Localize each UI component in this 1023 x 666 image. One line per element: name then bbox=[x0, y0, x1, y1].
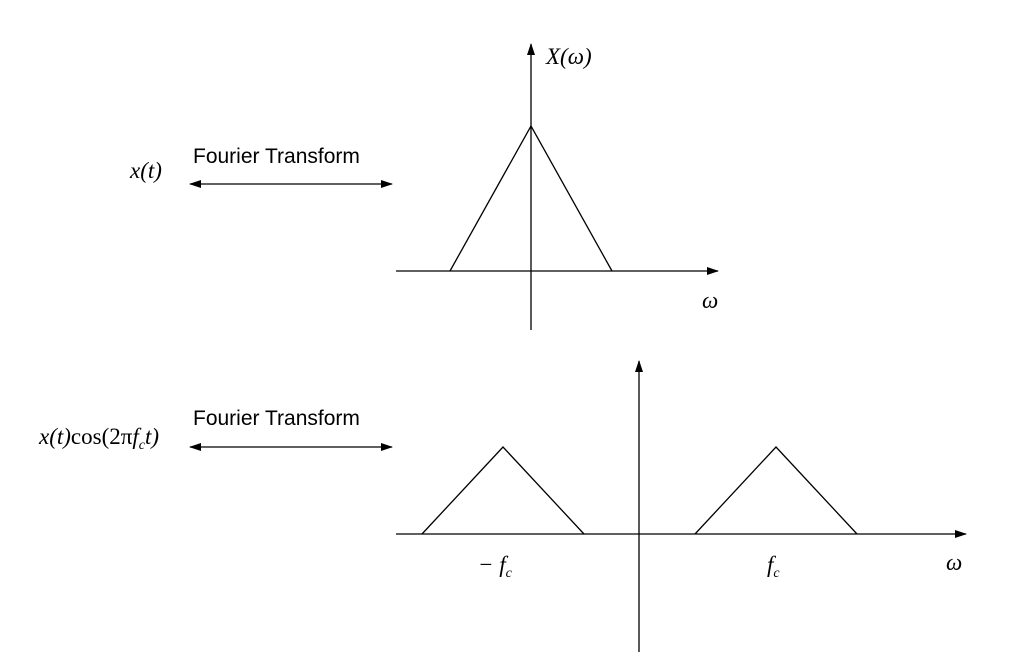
top-signal-label: x(t) bbox=[130, 158, 162, 183]
bottom-left-triangle bbox=[421, 446, 585, 535]
bottom-signal-label: x(t)cos(2πfct) bbox=[39, 424, 160, 453]
top-fourier-transform-label: Fourier Transform bbox=[193, 145, 360, 168]
bottom-omega-axis-label: ω bbox=[946, 550, 963, 575]
top-omega-axis-label: ω bbox=[702, 288, 719, 313]
neg-fc-tick-label: − fc bbox=[478, 552, 512, 581]
bottom-right-triangle bbox=[694, 446, 858, 535]
top-spectrum-label: X(ω) bbox=[546, 44, 592, 69]
bottom-fourier-transform-label: Fourier Transform bbox=[193, 407, 360, 430]
fc-tick-label: fc bbox=[767, 552, 780, 581]
top-triangle-spectrum bbox=[449, 124, 613, 272]
